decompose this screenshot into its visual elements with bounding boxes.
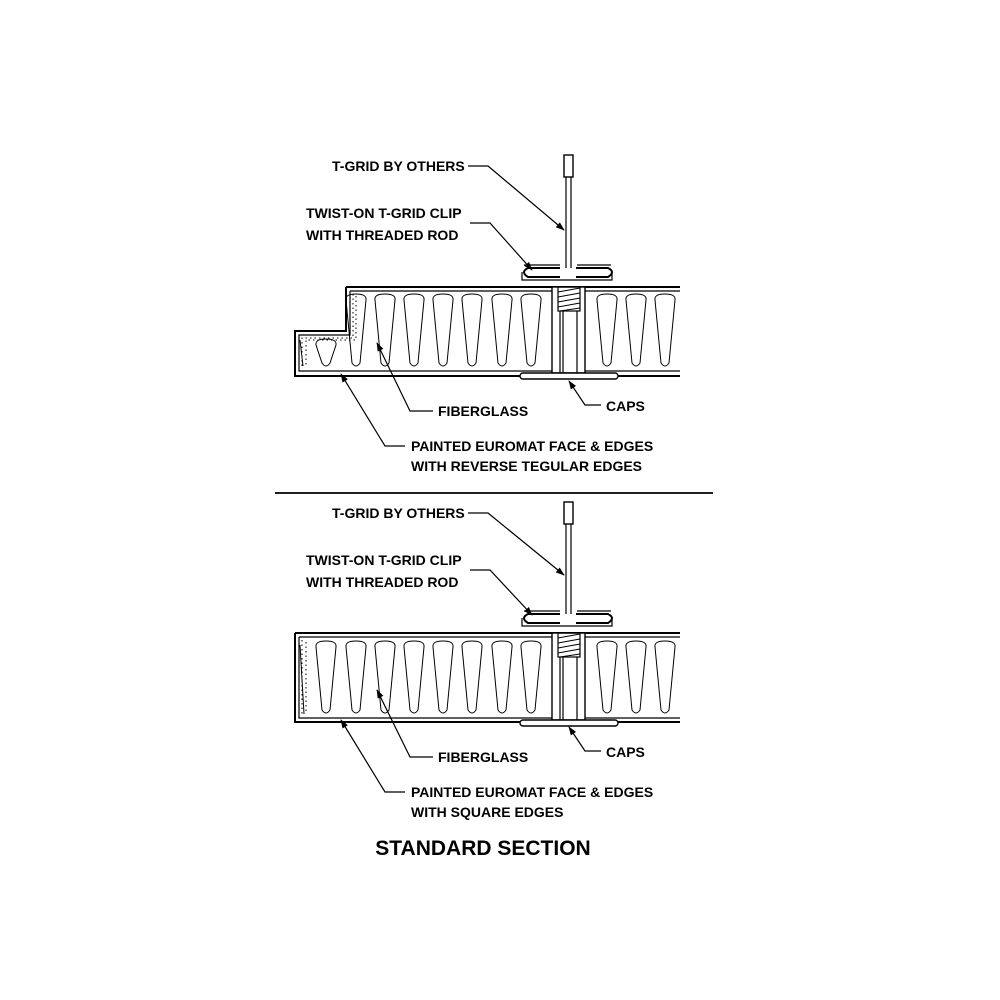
top-caps-leader [568,380,601,406]
bottom-clip-label-line1: TWIST-ON T-GRID CLIP [306,552,462,568]
top-caps-label: CAPS [606,398,645,414]
bottom-tgrid-leader [468,512,565,576]
fiberglass-batt [432,640,454,714]
fiberglass-batt [654,640,676,714]
fiberglass-batt [403,293,425,367]
top-face-leader [340,373,405,447]
fiberglass-batt [625,293,647,367]
top-tgrid-leader [468,165,565,231]
bottom-fiberglass-pattern [315,640,676,714]
bottom-caps-leader [568,726,601,752]
bottom-tgrid [563,501,574,614]
fiberglass-batt [374,640,396,714]
bottom-fiberglass-label: FIBERGLASS [438,749,528,765]
fiberglass-batt [315,338,337,367]
top-section: T-GRID BY OTHERS TWIST-ON T-GRID CLIP WI… [294,154,680,474]
bottom-clip-leader [470,569,533,616]
top-face-label-line1: PAINTED EUROMAT FACE & EDGES [411,438,653,454]
fiberglass-batt [520,293,542,367]
top-face-label-line2: WITH REVERSE TEGULAR EDGES [411,458,642,474]
fiberglass-batt [596,293,618,367]
top-tgrid [563,154,574,268]
top-panel [294,286,680,377]
bottom-clip-label-line2: WITH THREADED ROD [306,574,458,590]
fiberglass-batt [432,293,454,367]
bottom-caps-label: CAPS [606,744,645,760]
fiberglass-batt [491,293,513,367]
bottom-section: T-GRID BY OTHERS TWIST-ON T-GRID CLIP WI… [294,501,680,820]
top-fiberglass-pattern [315,293,676,367]
top-rod [519,286,619,380]
top-fiberglass-leader [376,342,433,412]
bottom-face-label-line2: WITH SQUARE EDGES [411,804,563,820]
fiberglass-batt [345,640,367,714]
bottom-tgrid-label: T-GRID BY OTHERS [332,505,465,521]
top-tgrid-label: T-GRID BY OTHERS [332,158,465,174]
fiberglass-batt [654,293,676,367]
fiberglass-batt [403,640,425,714]
top-clip-label-line2: WITH THREADED ROD [306,227,458,243]
fiberglass-batt [625,640,647,714]
bottom-panel [294,632,680,723]
top-clip-leader [470,222,533,271]
bottom-face-leader [340,719,405,793]
fiberglass-batt [315,640,337,714]
fiberglass-batt [461,640,483,714]
fiberglass-batt [374,293,396,367]
fiberglass-batt [491,640,513,714]
top-clip-label-line1: TWIST-ON T-GRID CLIP [306,205,462,221]
bottom-clip [521,610,613,627]
bottom-face-label-line1: PAINTED EUROMAT FACE & EDGES [411,784,653,800]
fiberglass-batt [461,293,483,367]
bottom-rod [519,632,619,727]
fiberglass-batt [345,293,367,367]
fiberglass-batt [520,640,542,714]
fiberglass-batt [596,640,618,714]
top-fiberglass-label: FIBERGLASS [438,403,528,419]
diagram-title: STANDARD SECTION [375,837,590,860]
bottom-fiberglass-leader [376,689,433,758]
top-clip [521,264,613,281]
